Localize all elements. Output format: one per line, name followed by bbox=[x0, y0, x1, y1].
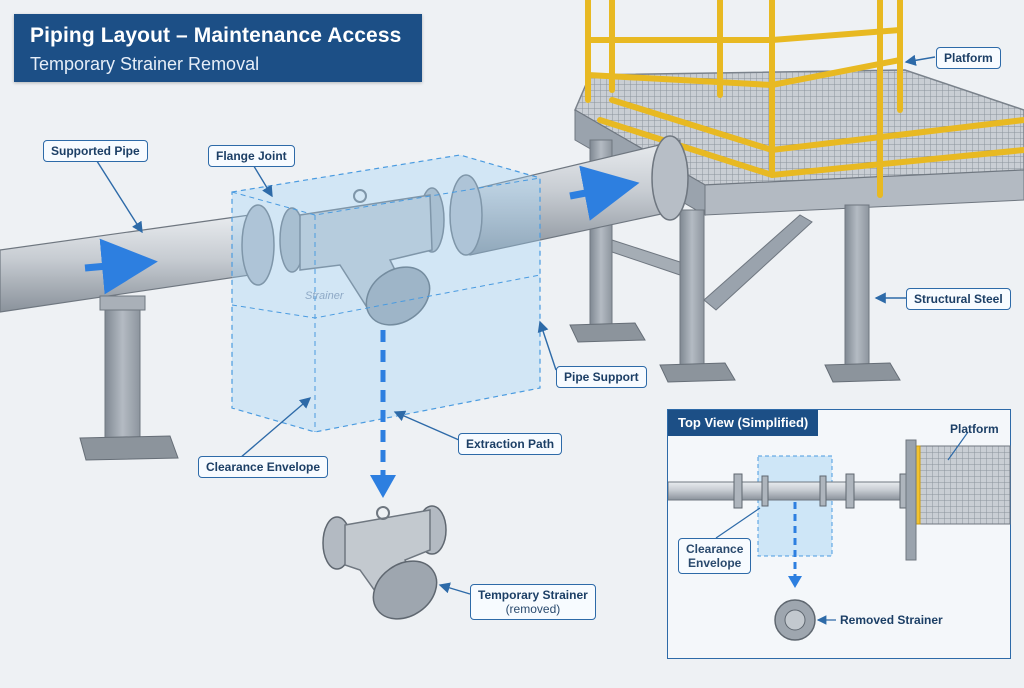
inset-label-clearance-envelope: Clearance Envelope bbox=[678, 538, 752, 574]
label-platform: Platform bbox=[936, 47, 1001, 69]
label-structural-steel: Structural Steel bbox=[906, 288, 1011, 310]
platform-structure bbox=[569, 0, 1024, 383]
page-title: Piping Layout – Maintenance Access bbox=[30, 24, 402, 47]
main-pipe bbox=[0, 135, 689, 326]
leader-lines bbox=[94, 54, 936, 595]
page-subtitle: Temporary Strainer Removal bbox=[30, 54, 260, 74]
removed-strainer bbox=[322, 505, 447, 620]
clearance-envelope-box bbox=[231, 154, 541, 433]
label-temporary-strainer: Temporary Strainer (removed) bbox=[470, 584, 596, 620]
faint-strainer-label: Strainer bbox=[305, 290, 344, 302]
label-temporary-strainer-sub: (removed) bbox=[505, 602, 561, 616]
label-temporary-strainer-main: Temporary Strainer bbox=[478, 588, 588, 602]
inset-label-platform: Platform bbox=[950, 422, 999, 436]
label-clearance-envelope: Clearance Envelope bbox=[198, 456, 329, 478]
label-flange-joint: Flange Joint bbox=[208, 145, 295, 167]
pipe-support-structure bbox=[79, 295, 179, 461]
inset-title: Top View (Simplified) bbox=[668, 410, 819, 436]
inset-label-removed-strainer: Removed Strainer bbox=[840, 613, 943, 627]
label-pipe-support: Pipe Support bbox=[556, 366, 647, 388]
title-banner: Piping Layout – Maintenance Access Tempo… bbox=[14, 14, 422, 82]
inset-clearance-line2: Envelope bbox=[688, 556, 742, 570]
label-extraction-path: Extraction Path bbox=[458, 433, 563, 455]
inset-illustration bbox=[668, 431, 1011, 641]
label-supported-pipe: Supported Pipe bbox=[43, 140, 148, 162]
extraction-path-arrowhead bbox=[370, 475, 396, 498]
inset-clearance-line1: Clearance bbox=[686, 542, 744, 556]
top-view-inset: Top View (Simplified) bbox=[667, 409, 1011, 659]
